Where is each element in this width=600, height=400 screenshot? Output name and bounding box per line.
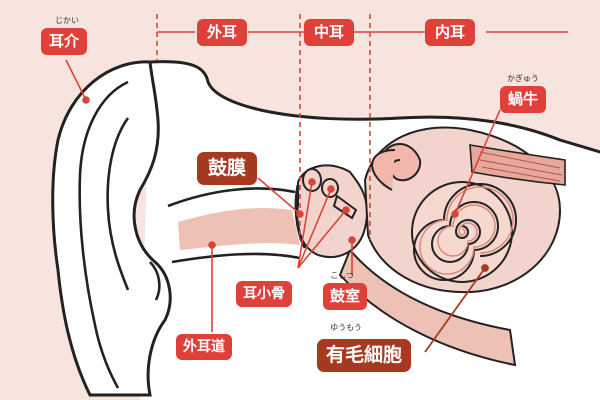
ear-canal-label: 外耳道: [176, 334, 232, 360]
hair-cells-ruby: ゆうもう: [318, 322, 374, 333]
cochlea-label: 蝸牛: [500, 86, 546, 113]
section-label-middle-ear: 中耳: [304, 19, 354, 46]
eardrum-label: 鼓膜: [197, 152, 257, 185]
hair-cells-label: 有毛細胞: [317, 339, 411, 372]
section-label-inner-ear: 内耳: [425, 19, 475, 46]
cochlea-ruby: かぎゅう: [501, 73, 545, 84]
tympanic-cavity-ruby: こしつ: [322, 270, 362, 281]
section-label-outer-ear: 外耳: [197, 19, 247, 46]
auricle-label: 耳介: [41, 28, 87, 55]
tympanic-cavity-label: 鼓室: [323, 283, 367, 310]
ossicles-label: 耳小骨: [236, 281, 292, 307]
auricle-ruby: じかい: [47, 15, 87, 26]
